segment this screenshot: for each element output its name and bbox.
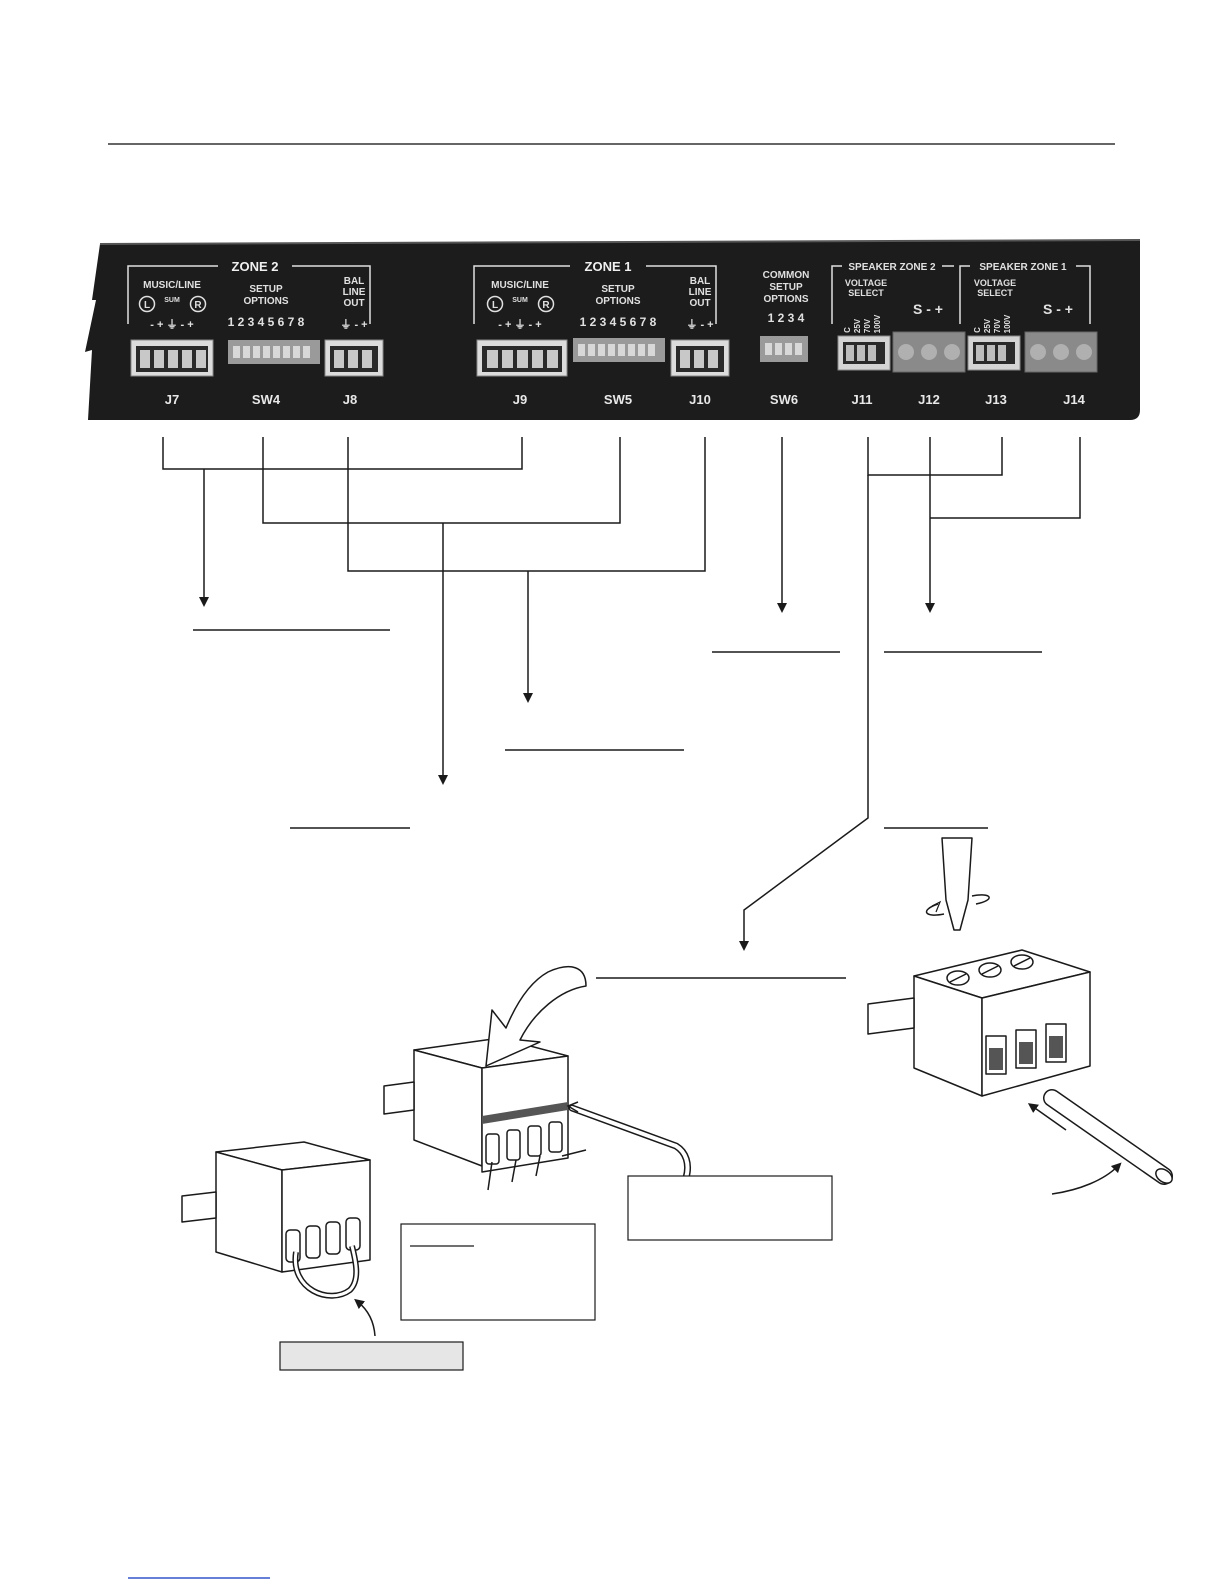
common-label-3: OPTIONS xyxy=(763,294,808,305)
label-j9: J9 xyxy=(513,392,527,407)
screwdriver-icon xyxy=(941,837,973,931)
sz2-select-label: SELECT xyxy=(848,288,884,298)
zone2-dip-numbers: 1 2 3 4 5 6 7 8 xyxy=(228,315,305,329)
zone1-left-circle xyxy=(486,295,504,313)
speaker-zone2-header: SPEAKER ZONE 2 xyxy=(848,262,936,273)
zone2-line-label: LINE xyxy=(343,287,366,298)
connector-j9[interactable] xyxy=(476,339,568,377)
label-sw4: SW4 xyxy=(252,392,281,407)
zone1-setup-label-2: OPTIONS xyxy=(595,296,640,307)
sz1-volt-70: 70V xyxy=(993,318,1002,333)
leader-bal-out xyxy=(347,437,706,572)
connector-j13[interactable] xyxy=(967,335,1021,371)
sz2-s-minus-plus: S - + xyxy=(913,301,943,317)
label-sw5: SW5 xyxy=(604,392,632,407)
common-label-1: COMMON xyxy=(763,270,810,281)
zone1-right-label: R xyxy=(542,300,550,311)
zone2-left-circle xyxy=(138,295,156,313)
zone1-line-label: LINE xyxy=(689,287,712,298)
sz1-volt-100: 100V xyxy=(1003,314,1012,333)
jumper-plug-drawing xyxy=(181,1141,376,1337)
note-box-right xyxy=(627,1175,833,1241)
zone1-out-pins: ⏚ - + xyxy=(686,318,713,331)
bend-arrow xyxy=(1051,1162,1122,1195)
speaker-zone1-header: SPEAKER ZONE 1 xyxy=(979,262,1067,273)
common-dip-numbers: 1 2 3 4 xyxy=(768,311,805,325)
jumper-callout xyxy=(279,1341,464,1371)
note-box-left xyxy=(400,1223,596,1321)
leader-setup-options xyxy=(262,437,621,524)
zone2-bal-label: BAL xyxy=(344,276,365,287)
dip-switch-sw5[interactable] xyxy=(573,338,665,362)
leader-music-line xyxy=(162,437,523,470)
zone1-header: ZONE 1 xyxy=(585,259,632,274)
zone1-dip-numbers: 1 2 3 4 5 6 7 8 xyxy=(580,315,657,329)
heading-underlines xyxy=(193,629,1042,979)
zone2-out-label: OUT xyxy=(343,298,364,309)
insert-arrow xyxy=(1027,1103,1067,1131)
label-j7: J7 xyxy=(165,392,179,407)
zone2-music-line-label: MUSIC/LINE xyxy=(143,280,201,291)
label-j12: J12 xyxy=(918,392,940,407)
sz1-volt-c: C xyxy=(973,327,982,333)
common-label-2: SETUP xyxy=(769,282,803,293)
zone1-sum-label: SUM xyxy=(512,297,528,304)
jumper-arrow xyxy=(354,1298,376,1337)
sz2-volt-25: 25V xyxy=(853,318,862,333)
label-j8: J8 xyxy=(343,392,357,407)
zone2-left-label: L xyxy=(144,300,150,311)
sz2-volt-c: C xyxy=(843,327,852,333)
sz2-volt-70: 70V xyxy=(863,318,872,333)
label-j11: J11 xyxy=(852,392,873,407)
zone2-right-circle xyxy=(189,295,207,313)
speaker-zone2-bracket: SPEAKER ZONE 2 xyxy=(831,262,954,324)
zone2-music-pins: - + ⏚ - + xyxy=(150,318,193,331)
connector-j7[interactable] xyxy=(130,339,214,377)
zone1-setup-label-1: SETUP xyxy=(601,284,635,295)
zone1-bracket: ZONE 1 xyxy=(473,259,717,324)
zone2-setup-label-2: OPTIONS xyxy=(243,296,288,307)
zone2-bracket: ZONE 2 xyxy=(127,259,371,324)
dip-switch-sw6[interactable] xyxy=(760,336,808,362)
connector-j12[interactable] xyxy=(892,331,966,373)
connector-j14[interactable] xyxy=(1024,331,1098,373)
zone1-out-label: OUT xyxy=(689,298,710,309)
push-tab-arrow-icon xyxy=(485,966,587,1067)
speaker-zone1-bracket: SPEAKER ZONE 1 xyxy=(959,262,1091,324)
zone2-header: ZONE 2 xyxy=(232,259,279,274)
rear-panel: ZONE 2 ZONE 1 SPEAKER ZONE 2 SPEAKER ZON… xyxy=(85,239,1141,420)
sz2-volt-100: 100V xyxy=(873,314,882,333)
zone1-bal-label: BAL xyxy=(690,276,711,287)
dip-switch-sw4[interactable] xyxy=(228,340,320,364)
leader-speaker xyxy=(867,437,1003,476)
label-j14: J14 xyxy=(1063,392,1085,407)
sz1-select-label: SELECT xyxy=(977,288,1013,298)
connector-j8[interactable] xyxy=(324,339,384,377)
zone2-sum-label: SUM xyxy=(164,297,180,304)
zone2-right-label: R xyxy=(194,300,202,311)
zone1-left-label: L xyxy=(492,300,498,311)
sz1-voltage-label: VOLTAGE xyxy=(974,278,1016,288)
label-j13: J13 xyxy=(985,392,1007,407)
connector-j11[interactable] xyxy=(837,335,891,371)
sz1-s-minus-plus: S - + xyxy=(1043,301,1073,317)
screw-terminal-drawing xyxy=(867,837,1173,1195)
zone2-setup-label-1: SETUP xyxy=(249,284,283,295)
zone1-right-circle xyxy=(537,295,555,313)
leader-lines xyxy=(162,437,1081,951)
label-j10: J10 xyxy=(689,392,711,407)
zone1-music-line-label: MUSIC/LINE xyxy=(491,280,549,291)
sz1-volt-25: 25V xyxy=(983,318,992,333)
leader-speaker-3 xyxy=(930,437,1081,519)
connector-j10[interactable] xyxy=(670,339,730,377)
leader-voltage-select xyxy=(739,475,869,951)
label-sw6: SW6 xyxy=(770,392,798,407)
zone1-music-pins: - + ⏚ - + xyxy=(498,318,541,331)
zone2-out-pins: ⏚ - + xyxy=(340,318,367,331)
sz2-voltage-label: VOLTAGE xyxy=(845,278,887,288)
push-tab-connector-drawing xyxy=(383,966,692,1191)
